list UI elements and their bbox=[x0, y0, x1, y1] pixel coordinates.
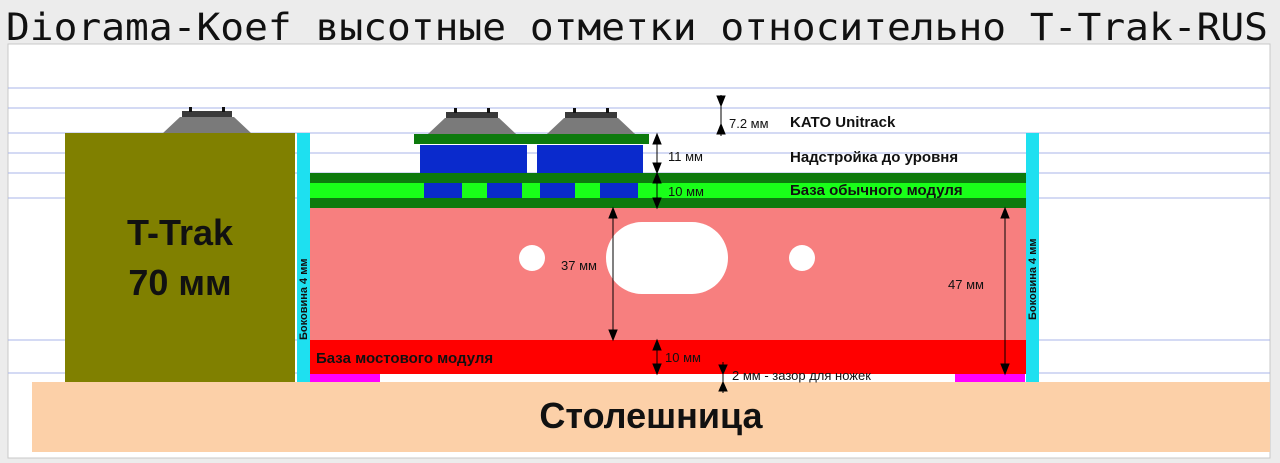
dim-bridge-base bbox=[652, 338, 662, 376]
dim-arrow bbox=[608, 206, 618, 219]
superstructure-block-left bbox=[420, 145, 527, 173]
dim-regular-base-label: 10 мм bbox=[668, 184, 704, 199]
ttrak-rail bbox=[163, 107, 251, 133]
regular-base-label: База обычного модуля bbox=[790, 182, 963, 199]
dim-arrow bbox=[652, 363, 662, 376]
bridge-opening bbox=[606, 222, 728, 294]
dim-arrow bbox=[652, 132, 662, 145]
ttrak-height-label: 70 мм bbox=[128, 262, 231, 303]
dim-arrow bbox=[652, 197, 662, 210]
dim-superstructure-label: 11 мм bbox=[668, 149, 703, 164]
rail-head bbox=[189, 107, 192, 112]
rail-head bbox=[573, 108, 576, 113]
foot-left bbox=[310, 374, 380, 382]
rail-head bbox=[487, 108, 490, 113]
rail-ballast bbox=[547, 118, 635, 134]
tabletop bbox=[32, 382, 1270, 452]
dim-gap-label: 2 мм - зазор для ножек bbox=[732, 368, 871, 383]
rail-head bbox=[454, 108, 457, 113]
dim-span-label: 37 мм bbox=[561, 258, 597, 273]
bridge-base-label: База мостового модуля bbox=[316, 350, 493, 367]
dim-arrow bbox=[652, 171, 662, 184]
foot-right bbox=[955, 374, 1025, 382]
dim-arrow bbox=[718, 380, 728, 392]
regular-base-top-strip bbox=[310, 173, 1026, 183]
dim-superstructure bbox=[652, 132, 662, 175]
dim-total bbox=[1000, 206, 1010, 376]
rail-tie bbox=[182, 111, 232, 117]
bridge-hole-left bbox=[519, 245, 545, 271]
rail-ballast bbox=[163, 117, 251, 133]
rail-head bbox=[606, 108, 609, 113]
blue-block bbox=[540, 183, 575, 198]
kato-label: KATO Unitrack bbox=[790, 114, 896, 131]
dim-arrow bbox=[608, 329, 618, 342]
rail-ballast bbox=[428, 118, 516, 134]
blue-block bbox=[600, 183, 638, 198]
dim-arrow bbox=[718, 364, 728, 376]
dim-arrow bbox=[1000, 363, 1010, 376]
dim-total-label: 47 мм bbox=[948, 277, 984, 292]
blue-block bbox=[424, 183, 462, 198]
bridge-base bbox=[310, 340, 1026, 374]
superstructure-block-right bbox=[537, 145, 643, 173]
dim-arrow bbox=[716, 122, 726, 135]
rail-tie bbox=[446, 112, 498, 118]
dim-span bbox=[608, 206, 618, 342]
side-panel-right-label: Боковина 4 мм bbox=[1027, 239, 1039, 321]
dim-arrow bbox=[652, 162, 662, 175]
rail-head bbox=[222, 107, 225, 112]
dim-kato-label: 7.2 мм bbox=[729, 116, 769, 131]
dim-gap bbox=[718, 362, 728, 393]
ttrak-block bbox=[65, 133, 295, 382]
dim-arrow bbox=[1000, 206, 1010, 219]
bridge-rail-1 bbox=[428, 108, 516, 134]
base-blue-blocks bbox=[424, 183, 638, 198]
side-panel-left-label: Боковина 4 мм bbox=[298, 259, 310, 341]
tabletop-label: Столешница bbox=[539, 395, 763, 436]
bridge-rail-2 bbox=[547, 108, 635, 134]
dim-arrow bbox=[652, 338, 662, 351]
superstructure-label: Надстройка до уровня bbox=[790, 149, 958, 166]
ttrak-label: T-Trak bbox=[127, 212, 234, 253]
side-panel-left bbox=[297, 133, 310, 382]
dim-kato bbox=[716, 95, 726, 136]
diagram-title: Diorama-Koef высотные отметки относитель… bbox=[6, 6, 1268, 49]
regular-base-bottom-strip bbox=[310, 198, 1026, 208]
dim-regular-base bbox=[652, 171, 662, 210]
side-panel-right bbox=[1026, 133, 1039, 382]
blue-block bbox=[487, 183, 522, 198]
dim-bridge-base-label: 10 мм bbox=[665, 350, 701, 365]
bridge-hole-right bbox=[789, 245, 815, 271]
superstructure-top-plate bbox=[414, 134, 649, 144]
dim-arrow bbox=[716, 95, 726, 108]
rail-tie bbox=[565, 112, 617, 118]
